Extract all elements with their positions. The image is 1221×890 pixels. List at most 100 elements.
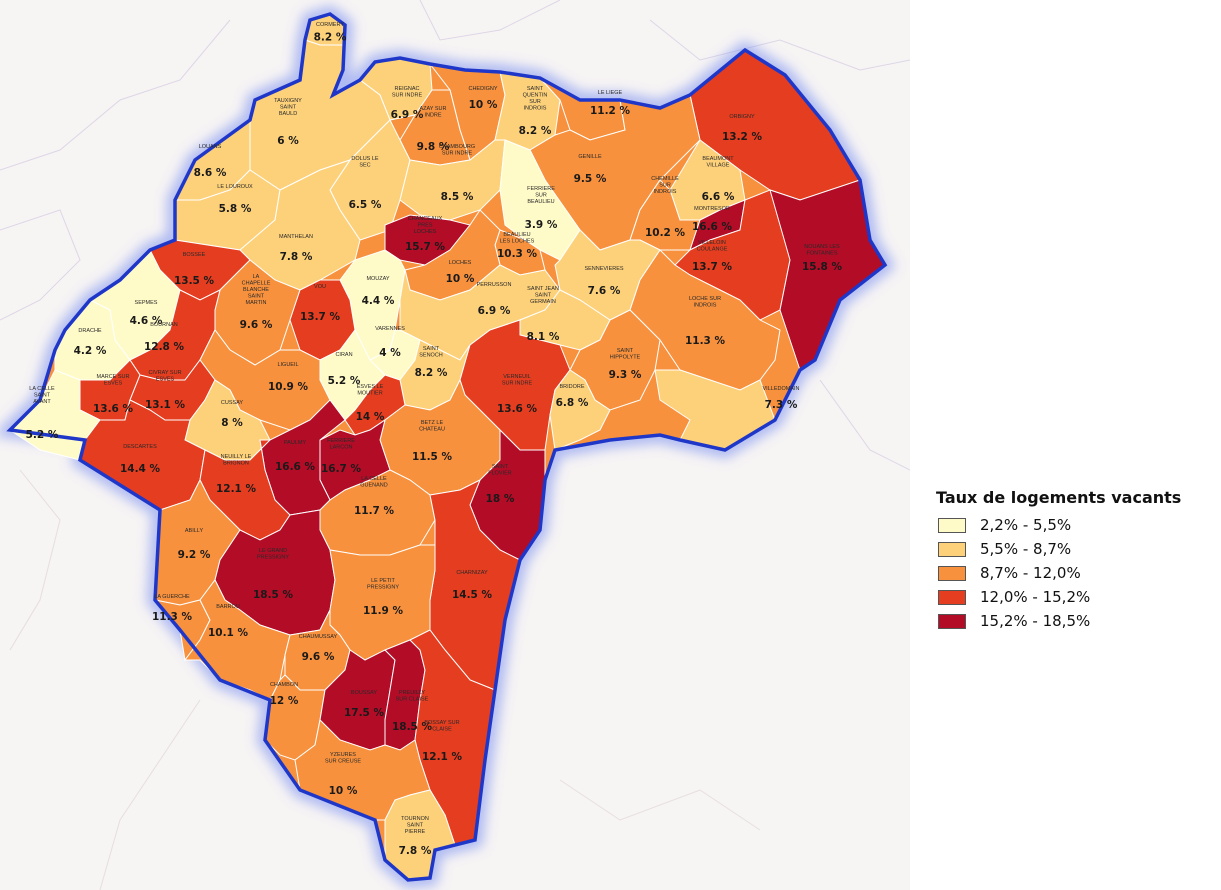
commune-value-tournon-saint-pierre: 7.8 % [399, 845, 432, 857]
commune-value-louans: 8.6 % [194, 167, 227, 179]
legend-item-4: 12,0% - 15,2% [938, 585, 1221, 609]
commune-value-azay-sur-indre: 9.8 % [417, 141, 450, 153]
legend-title: Taux de logements vacants [936, 488, 1182, 507]
commune-name-chambon: CHAMBON [270, 682, 298, 688]
commune-value-villeloin-coulange: 13.7 % [692, 261, 733, 273]
commune-value-le-grand-pressigny: 18.5 % [253, 589, 294, 601]
commune-name-sennevieres: SENNEVIERES [584, 266, 623, 272]
commune-name-loches: LOCHES [449, 260, 472, 266]
legend-item-2: 5,5% - 8,7% [938, 537, 1221, 561]
commune-value-chambourg-sur-indre: 8.5 % [441, 191, 474, 203]
commune-value-verneuil-sur-indre: 13.6 % [497, 403, 538, 415]
commune-value-charnizay: 14.5 % [452, 589, 493, 601]
commune-value-le-liege: 11.2 % [590, 105, 631, 117]
commune-name-cussay: CUSSAY [221, 400, 244, 406]
commune-value-bournan: 12.8 % [144, 341, 185, 353]
legend-label-3: 8,7% - 12,0% [980, 564, 1081, 582]
commune-name-drache: DRACHE [78, 328, 102, 334]
commune-value-saint-flovier: 18 % [486, 493, 515, 505]
commune-value-loches: 10 % [446, 273, 475, 285]
commune-value-genille: 9.5 % [574, 173, 607, 185]
commune-value-neuilly-le-brignon: 12.1 % [216, 483, 257, 495]
commune-value-ferriere-sur-beaulieu: 3.9 % [525, 219, 558, 231]
commune-value-le-petit-pressigny: 11.9 % [363, 605, 404, 617]
commune-value-dolus-le-sec: 6.5 % [349, 199, 382, 211]
commune-yzeures-sur-creuse [294, 718, 431, 821]
commune-name-montresor: MONTRESOR [694, 206, 730, 212]
commune-name-sepmes: SEPMES [135, 300, 158, 306]
commune-name-varennes: VARENNES [375, 326, 405, 332]
commune-value-reignac-sur-indre: 6.9 % [391, 109, 424, 121]
commune-value-la-chapelle-blanche-saint-martin: 9.6 % [240, 319, 273, 331]
commune-value-varennes: 4 % [379, 347, 401, 359]
legend-item-3: 8,7% - 12,0% [938, 561, 1221, 585]
legend-label-1: 2,2% - 5,5% [980, 516, 1072, 534]
commune-name-bournan: BOURNAN [150, 322, 178, 328]
commune-value-ciran: 5.2 % [328, 375, 361, 387]
commune-value-perrusson: 6.9 % [478, 305, 511, 317]
commune-value-la-guerche: 11.3 % [152, 611, 193, 623]
commune-ferriere-sur-beaulieu [499, 139, 581, 261]
commune-value-loche-sur-indrois: 11.3 % [685, 335, 726, 347]
legend-swatch-3 [938, 565, 966, 581]
commune-value-chaumussay: 9.6 % [302, 651, 335, 663]
commune-value-drache: 4.2 % [74, 345, 107, 357]
commune-value-sennevieres: 7.6 % [588, 285, 621, 297]
commune-value-chedigny: 10 % [469, 99, 498, 111]
commune-value-saint-quentin-sur-indrois: 8.2 % [519, 125, 552, 137]
commune-value-cormery: 8.2 % [314, 32, 347, 44]
commune-name-louans: LOUANS [199, 144, 222, 150]
commune-name-le-louroux: LE LOUROUX [217, 184, 253, 190]
legend-swatch-2 [938, 541, 966, 557]
commune-name-le-liege: LE LIEGE [598, 90, 623, 96]
commune-value-sepmes: 4.6 % [130, 315, 163, 327]
commune-name-villedomain: VILLEDOMAIN [763, 386, 800, 392]
commune-value-nouans-les-fontaines: 15.8 % [802, 261, 843, 273]
commune-name-descartes: DESCARTES [123, 444, 157, 450]
commune-value-descartes: 14.4 % [120, 463, 161, 475]
commune-name-boussay: BOUSSAY [351, 690, 378, 696]
commune-value-ligueil: 10.9 % [268, 381, 309, 393]
commune-value-saint-jean-saint-germain: 8.1 % [527, 331, 560, 343]
commune-value-orbigny: 13.2 % [722, 131, 763, 143]
commune-name-chedigny: CHEDIGNY [468, 86, 497, 92]
commune-chemille-sur-indrois [629, 179, 701, 251]
commune-value-tauxigny-saint-bauld: 6 % [277, 135, 299, 147]
commune-value-bossay-sur-claise: 12.1 % [422, 751, 463, 763]
commune-value-saint-senoch: 8.2 % [415, 367, 448, 379]
commune-value-esves-le-moutier: 14 % [356, 411, 385, 423]
commune-value-preuilly-sur-claise: 18.5 % [392, 721, 433, 733]
commune-name-ligueil: LIGUEIL [277, 362, 298, 368]
commune-value-beaulieu-les-loches: 10.3 % [497, 248, 538, 260]
commune-value-vou: 13.7 % [300, 311, 341, 323]
commune-name-manthelan: MANTHELAN [279, 234, 313, 240]
legend-item-5: 15,2% - 18,5% [938, 609, 1221, 633]
legend-item-1: 2,2% - 5,5% [938, 513, 1221, 537]
commune-name-ciran: CIRAN [335, 352, 352, 358]
legend-swatch-5 [938, 613, 966, 629]
commune-value-le-louroux: 5.8 % [219, 203, 252, 215]
commune-value-montresor: 16.6 % [692, 221, 733, 233]
